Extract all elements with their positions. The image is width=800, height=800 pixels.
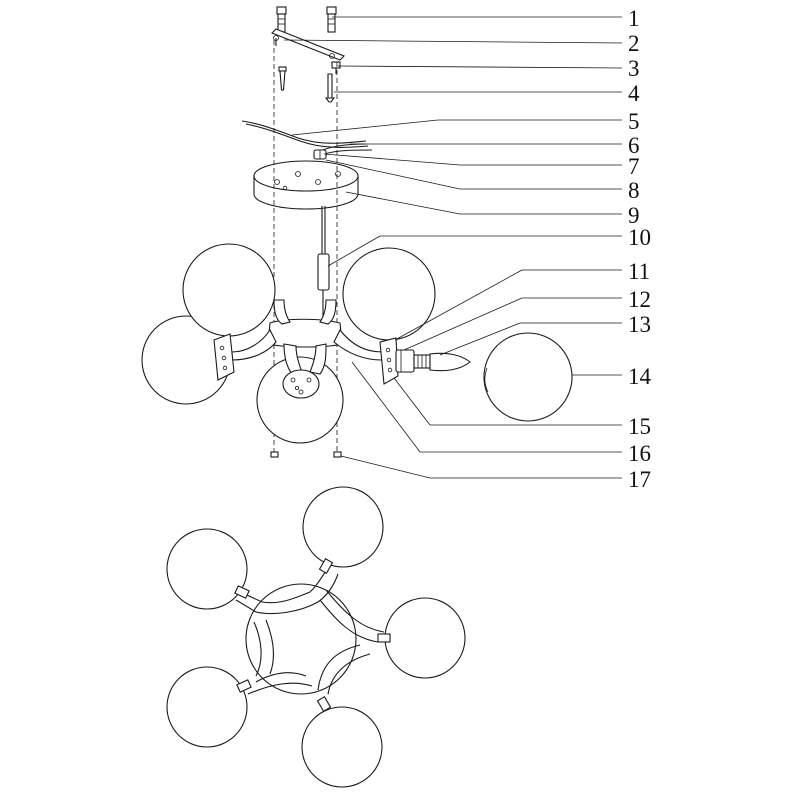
leader-lines [283, 16, 623, 479]
callout-numbers: 1 2 3 4 5 6 7 8 9 10 11 12 13 14 15 16 1… [628, 6, 652, 492]
canopy [253, 160, 359, 210]
globe-back-left [182, 243, 276, 337]
fixture-body [231, 299, 383, 399]
lamp-socket [395, 349, 415, 373]
top-view-globe-lower-left [166, 666, 248, 748]
holder-plate-left [213, 333, 235, 381]
globe-back-right [342, 247, 436, 341]
mounting-bracket [271, 28, 345, 61]
callout-4: 4 [628, 81, 640, 106]
callout-13: 13 [628, 312, 651, 337]
callout-6: 6 [628, 133, 640, 158]
wall-plug-left [276, 6, 287, 33]
wiring [241, 120, 373, 160]
screw-right [324, 73, 336, 103]
finial-right [333, 451, 342, 458]
globe-front-center [256, 356, 344, 444]
callout-3: 3 [628, 56, 640, 81]
top-view-globe-top [302, 486, 384, 568]
top-view-globe-bottom [301, 706, 383, 788]
glass-globe-detached [483, 332, 573, 422]
candle-bulb [413, 352, 471, 372]
connector-cable [317, 206, 330, 318]
callout-8: 8 [628, 178, 640, 203]
callout-12: 12 [628, 287, 651, 312]
callout-1: 1 [628, 6, 640, 31]
mounting-hardware [271, 6, 345, 103]
callout-10: 10 [628, 225, 651, 250]
top-view [166, 486, 466, 788]
finial-left [270, 451, 279, 458]
callout-14: 14 [628, 364, 652, 389]
callout-9: 9 [628, 203, 640, 228]
callout-5: 5 [628, 109, 640, 134]
callout-15: 15 [628, 414, 651, 439]
bracket-screw [331, 61, 341, 74]
top-view-canopy [245, 583, 357, 695]
top-view-arms [235, 567, 385, 695]
callout-16: 16 [628, 441, 651, 466]
callout-7: 7 [628, 154, 640, 179]
callout-11: 11 [628, 259, 650, 284]
wall-plug-right [326, 6, 337, 33]
callout-2: 2 [628, 31, 640, 56]
callout-17: 17 [628, 467, 651, 492]
screw-left [278, 66, 287, 91]
top-view-globe-left [166, 528, 248, 610]
holder-plate-right [379, 337, 399, 385]
top-view-globe-right [384, 597, 466, 679]
